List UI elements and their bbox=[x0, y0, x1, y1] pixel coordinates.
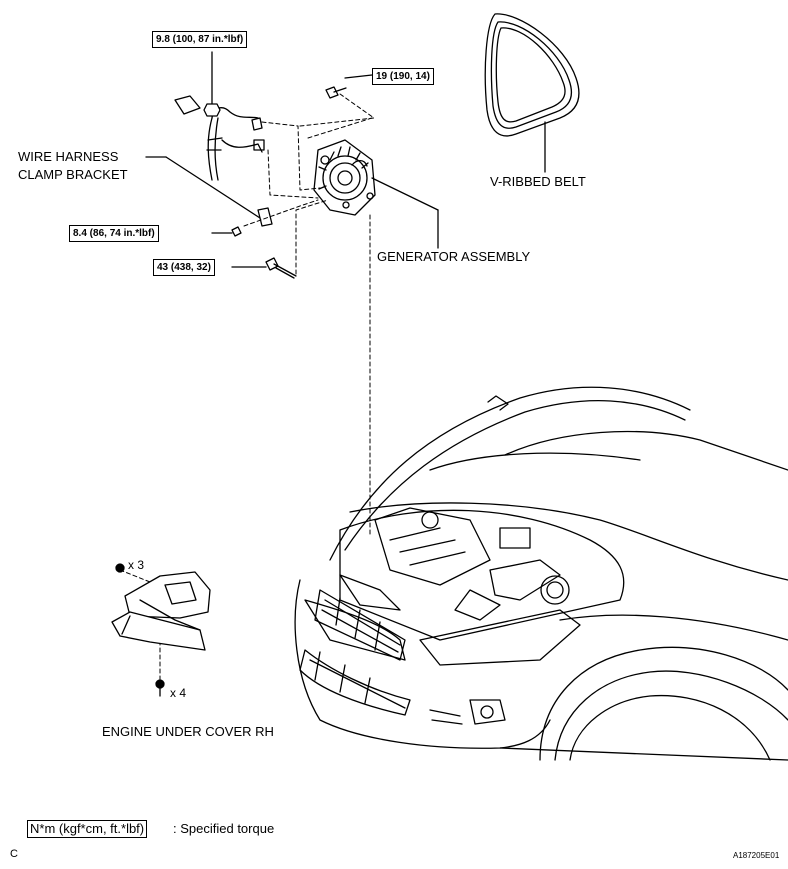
bolt-43-drawing bbox=[231, 257, 297, 279]
generator-drawing bbox=[313, 139, 439, 249]
v-ribbed-belt-label: V-RIBBED BELT bbox=[490, 174, 586, 189]
torque-box-bolt-84: 8.4 (86, 74 in.*lbf) bbox=[69, 225, 159, 242]
generator-assembly-label: GENERATOR ASSEMBLY bbox=[377, 249, 531, 264]
legend-unit-box: N*m (kgf*cm, ft.*lbf) bbox=[27, 820, 148, 838]
engine-under-cover-label: ENGINE UNDER COVER RH bbox=[102, 724, 274, 739]
bolt-count: x 4 bbox=[170, 686, 187, 700]
torque-box-nut: 9.8 (100, 87 in.*lbf) bbox=[152, 31, 248, 48]
bolt-19-drawing bbox=[325, 74, 373, 99]
engine-under-cover-drawing bbox=[111, 563, 211, 697]
torque-box-bolt-19: 19 (190, 14) bbox=[372, 68, 434, 85]
v-ribbed-belt-drawing bbox=[484, 13, 580, 173]
nut-drawing bbox=[203, 51, 221, 117]
clamp-bracket-drawing bbox=[145, 156, 273, 227]
car-drawing bbox=[294, 386, 788, 761]
corner-left-mark: C bbox=[10, 848, 18, 860]
torque-box-bolt-43: 43 (438, 32) bbox=[153, 259, 215, 276]
wire-harness-label-line2: CLAMP BRACKET bbox=[18, 167, 128, 182]
legend-text: : Specified torque bbox=[173, 821, 275, 836]
screw-count: x 3 bbox=[128, 558, 145, 572]
bolt-84-drawing bbox=[211, 226, 242, 237]
figure-id: A187205E01 bbox=[733, 851, 780, 860]
wire-harness-label-line1: WIRE HARNESS bbox=[18, 149, 119, 164]
